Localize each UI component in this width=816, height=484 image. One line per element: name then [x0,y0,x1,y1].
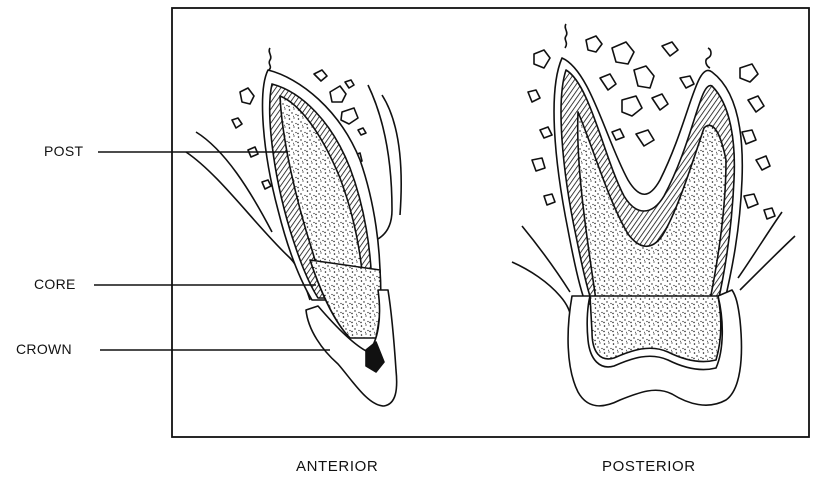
posterior-apex-right [706,48,711,68]
anterior-bone-inner [196,132,272,232]
posterior-apex-left [565,24,567,48]
anterior-caption: ANTERIOR [296,458,378,475]
anterior-tooth [186,48,401,406]
post-label: POST [44,143,83,159]
posterior-core-block [590,296,721,362]
crown-label: CROWN [16,341,72,357]
posterior-caption: POSTERIOR [602,458,696,475]
posterior-gum-left [512,262,572,320]
core-label: CORE [34,276,76,292]
anterior-apex [269,48,271,70]
posterior-gum-right-inner [738,212,782,278]
posterior-tooth [512,24,795,406]
